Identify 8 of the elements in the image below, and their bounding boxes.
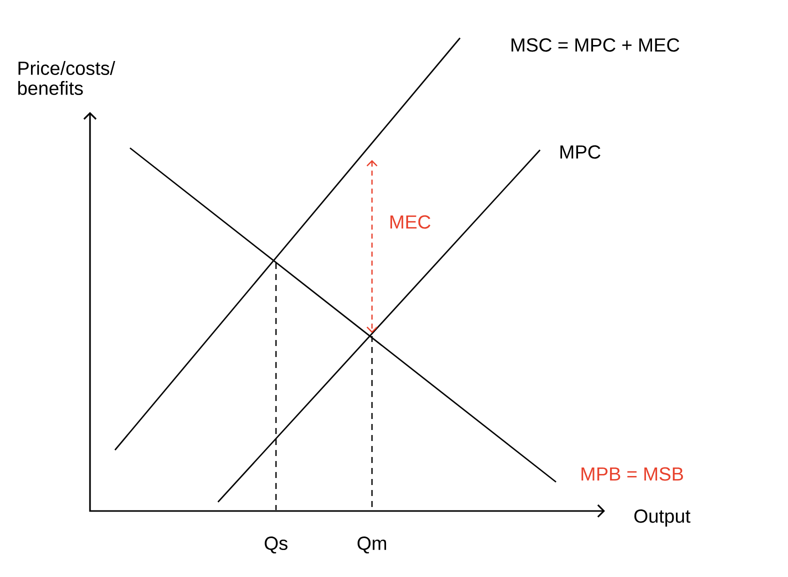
- axis-title: Output: [634, 509, 690, 527]
- curve-label: MPC: [560, 145, 600, 159]
- tick-label: Qm: [358, 536, 386, 554]
- curve-label: MPB = MSB: [582, 467, 683, 481]
- curve-label: MSC = MPC + MEC: [512, 38, 680, 52]
- tick-label: Qs: [264, 536, 288, 554]
- axis-title: Price/costs/ benefits: [18, 61, 116, 95]
- measure-label: MEC: [390, 215, 430, 229]
